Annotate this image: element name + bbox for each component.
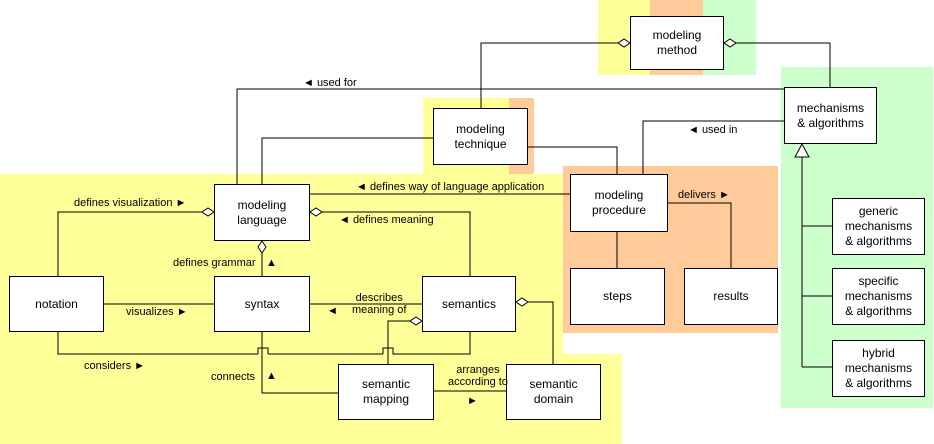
mapping-semantics-line: [387, 320, 422, 364]
label-used-for: ◄ used for: [303, 77, 357, 89]
label-defines-grammar-arrow: ▲: [266, 257, 277, 269]
generalization-triangle: [794, 142, 810, 158]
label-considers: considers ►: [84, 360, 146, 372]
aggregation-diamond-semantics-left: [409, 316, 423, 326]
node-semantic-domain[interactable]: semantic domain: [506, 364, 601, 420]
considers-line-hop-2: [382, 332, 471, 355]
node-mechanisms-algorithms[interactable]: mechanisms & algorithms: [784, 87, 877, 144]
method-mechanisms-line: [724, 42, 831, 87]
node-results[interactable]: results: [684, 268, 778, 325]
considers-line-hop: [257, 347, 269, 354]
label-connects: connects: [211, 371, 256, 383]
node-hybrid-mechanisms[interactable]: hybrid mechanisms & algorithms: [832, 340, 925, 397]
delivers-line: [668, 202, 732, 268]
aggregation-diamond-method-right: [723, 38, 737, 48]
technique-procedure-line: [528, 146, 618, 174]
defines-visualization-line: [57, 211, 214, 276]
used-for-line: [236, 88, 784, 184]
label-defines-grammar: defines grammar: [173, 257, 256, 269]
node-steps[interactable]: steps: [570, 268, 665, 325]
node-notation[interactable]: notation: [9, 276, 104, 332]
node-modeling-technique[interactable]: modeling technique: [433, 108, 528, 165]
node-semantics[interactable]: semantics: [422, 276, 516, 332]
label-arranges-according-to: arranges according to: [448, 364, 508, 388]
node-semantic-mapping[interactable]: semantic mapping: [338, 364, 434, 420]
aggregation-diamond-method-left: [617, 38, 631, 48]
method-technique-line: [480, 42, 630, 108]
aggregation-diamond-language-right: [309, 207, 323, 217]
label-describes-meaning-of: describes meaning of: [352, 292, 407, 316]
aggregation-diamond-language-left: [201, 207, 215, 217]
label-visualizes: visualizes ►: [126, 306, 188, 318]
node-modeling-language[interactable]: modeling language: [214, 184, 310, 241]
aggregation-diamond-language-bottom: [257, 240, 267, 254]
node-modeling-method[interactable]: modeling method: [630, 16, 724, 70]
label-describes-arrow: ◄: [327, 305, 338, 317]
used-in-line: [642, 120, 784, 174]
label-connects-arrow: ▲: [266, 370, 277, 382]
node-generic-mechanisms[interactable]: generic mechanisms & algorithms: [832, 198, 925, 255]
label-defines-way: ◄ defines way of language application: [356, 181, 545, 193]
semantics-domain-line: [516, 301, 554, 364]
considers-line: [57, 332, 258, 355]
connects-line: [261, 332, 338, 394]
aggregation-diamond-semantics-right: [515, 297, 529, 307]
technique-language-line: [261, 137, 433, 184]
label-used-in: ◄ used in: [688, 124, 738, 136]
node-specific-mechanisms[interactable]: specific mechanisms & algorithms: [832, 268, 925, 325]
label-arranges-arrow: ►: [467, 395, 478, 407]
label-defines-visualization: defines visualization ►: [74, 197, 187, 209]
label-delivers: delivers ►: [678, 189, 730, 201]
node-syntax[interactable]: syntax: [214, 276, 310, 332]
label-defines-meaning: ◄ defines meaning: [339, 214, 434, 226]
defines-meaning-line: [310, 211, 471, 276]
node-modeling-procedure[interactable]: modeling procedure: [570, 174, 668, 232]
